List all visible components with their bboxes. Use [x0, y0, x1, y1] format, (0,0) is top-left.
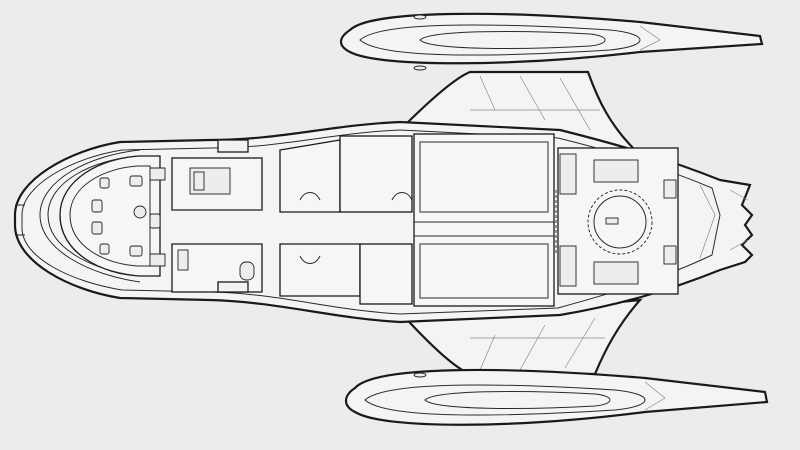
forward-cabins: [171, 139, 263, 293]
engine-room: [555, 147, 679, 295]
lower-nacelle: [344, 368, 769, 426]
copilot-seat: [91, 221, 103, 235]
reactor-core: [593, 195, 647, 249]
toilet: [239, 261, 255, 281]
mid-compartments: [279, 135, 413, 305]
cockpit: [39, 149, 166, 283]
upper-nacelle: [339, 12, 764, 71]
cargo-hold: [413, 133, 555, 307]
pilot-seat: [91, 199, 103, 213]
